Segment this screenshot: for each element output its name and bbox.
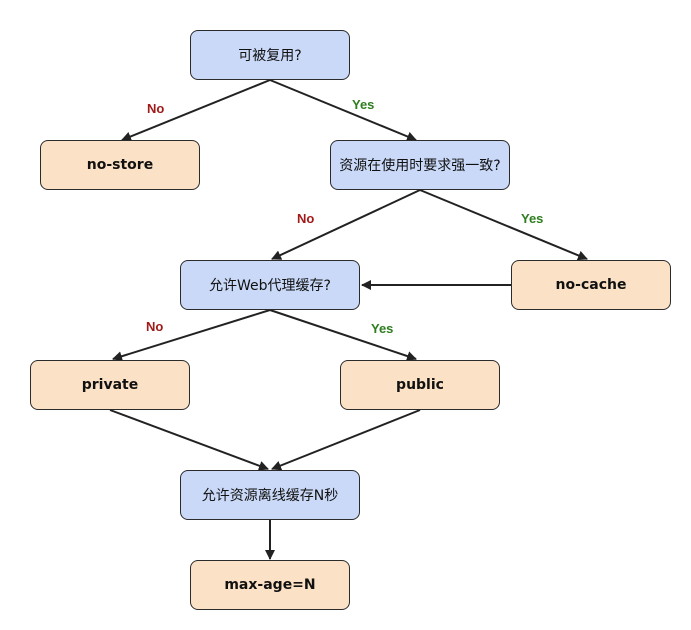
edge-reusable-yes — [269, 79, 417, 142]
label-proxy-no: No — [146, 319, 164, 334]
edge-reusable-no — [121, 79, 271, 142]
label-revalidate-yes: Yes — [521, 211, 544, 226]
edge-proxy-no — [112, 309, 271, 362]
edge-proxy-yes — [269, 309, 417, 361]
node-reusable: 可被复用? — [190, 30, 350, 80]
node-revalidate-label: 资源在使用时要求强一致? — [339, 158, 501, 174]
node-max-age: max-age=N — [190, 560, 350, 610]
edge-revalidate-no — [271, 189, 421, 260]
node-proxy-cache: 允许Web代理缓存? — [180, 260, 360, 310]
edge-revalidate-yes — [419, 189, 588, 261]
node-private-label: private — [81, 377, 139, 393]
label-reusable-yes: Yes — [352, 97, 375, 112]
node-proxy-cache-label: 允许Web代理缓存? — [209, 278, 331, 294]
node-offline-cache: 允许资源离线缓存N秒 — [180, 470, 360, 520]
label-revalidate-no: No — [297, 211, 315, 226]
node-offline-cache-label: 允许资源离线缓存N秒 — [201, 488, 339, 504]
node-reusable-label: 可被复用? — [238, 48, 302, 64]
node-public: public — [340, 360, 500, 410]
edge-public-to-offline — [271, 409, 421, 471]
node-private: private — [30, 360, 190, 410]
label-reusable-no: No — [147, 101, 165, 116]
node-no-cache: no-cache — [511, 260, 671, 310]
node-no-store-label: no-store — [86, 157, 154, 173]
node-no-cache-label: no-cache — [555, 277, 627, 293]
edge-private-to-offline — [109, 409, 269, 471]
label-proxy-yes: Yes — [371, 321, 394, 336]
node-max-age-label: max-age=N — [224, 577, 316, 593]
node-no-store: no-store — [40, 140, 200, 190]
node-revalidate: 资源在使用时要求强一致? — [330, 140, 510, 190]
node-public-label: public — [396, 377, 444, 393]
